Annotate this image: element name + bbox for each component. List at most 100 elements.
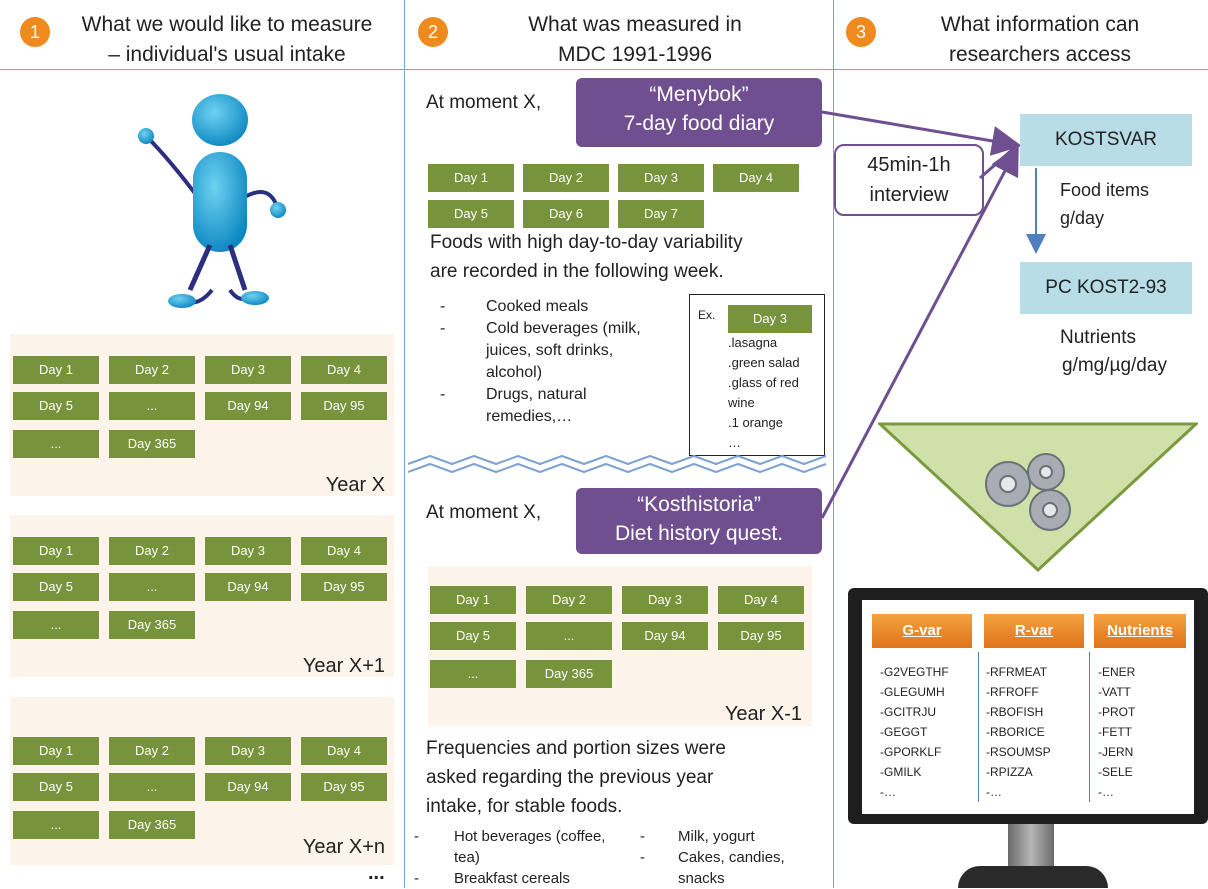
- day-tile: Day 94: [205, 773, 291, 801]
- pckost-box: PC KOST2-93: [1020, 262, 1192, 314]
- year-label-xn: Year X+n: [302, 836, 385, 858]
- monitor-stand: [1008, 824, 1054, 866]
- day-tile: ...: [109, 573, 195, 601]
- day-tile: Day 2: [109, 737, 195, 765]
- gears-icon: [985, 453, 1071, 531]
- moment-label-1: At moment X,: [426, 92, 542, 113]
- year-label-x: Year X: [325, 474, 385, 496]
- day-tile: Day 2: [109, 356, 195, 384]
- day-tile: ...: [109, 392, 195, 420]
- day-tile: ...: [13, 430, 99, 458]
- day-tile: Day 4: [301, 737, 387, 765]
- processing-funnel: [878, 422, 1198, 572]
- day-tile: Day 4: [718, 586, 804, 614]
- day-tile: Day 1: [430, 586, 516, 614]
- gvar-header: G-var: [872, 614, 972, 648]
- monitor-divider-2: [1089, 652, 1090, 802]
- list-item: Milk, yogurt: [640, 826, 815, 847]
- day-tile: Day 95: [301, 392, 387, 420]
- column-1-title: What we would like to measure– individua…: [81, 13, 373, 66]
- day-tile: Day 3: [205, 537, 291, 565]
- diary-foods-list: Cooked meals Cold beverages (milk, juice…: [440, 296, 650, 428]
- step-badge-2: 2: [418, 17, 448, 47]
- day-tile: Day 5: [13, 773, 99, 801]
- day-tile: Day 4: [301, 537, 387, 565]
- day-tile: Day 94: [622, 622, 708, 650]
- day-tile: Day 5: [13, 573, 99, 601]
- monitor-divider-1: [978, 652, 979, 802]
- day-tile: Day 95: [718, 622, 804, 650]
- week-day-tile: Day 6: [523, 200, 609, 228]
- week-day-tile: Day 5: [428, 200, 514, 228]
- day-tile: Day 3: [205, 737, 291, 765]
- day-tile: Day 2: [526, 586, 612, 614]
- day-tile: ...: [430, 660, 516, 688]
- kosthistoria-box: “Kosthistoria”Diet history quest.: [576, 488, 822, 554]
- example-day: Day 3: [728, 305, 812, 333]
- example-box: Ex. Day 3 .lasagna .green salad .glass o…: [689, 294, 825, 456]
- column-divider-1: [404, 0, 405, 888]
- day-tile: Day 365: [526, 660, 612, 688]
- nutrients-header: Nutrients: [1094, 614, 1186, 648]
- week-day-tile: Day 4: [713, 164, 799, 192]
- rvar-header: R-var: [984, 614, 1084, 648]
- person-figure: [138, 94, 286, 308]
- ellipsis-more-years: ...: [368, 862, 385, 884]
- year-label-x1: Year X+1: [302, 655, 385, 677]
- header-divider: [0, 69, 1208, 70]
- arrow-interview-link: [979, 146, 1015, 180]
- week-day-tile: Day 1: [428, 164, 514, 192]
- list-item: Cakes, candies, snacks: [640, 847, 815, 889]
- day-tile: ...: [13, 811, 99, 839]
- moment-label-2: At moment X,: [426, 502, 542, 523]
- list-item: Breakfast cereals: [414, 868, 619, 889]
- week-day-tile: Day 3: [618, 164, 704, 192]
- day-tile: ...: [13, 611, 99, 639]
- gvar-list: -G2VEGTHF-GLEGUMH-GCITRJU -GEGGT-GPORKLF…: [880, 665, 949, 799]
- arrow-kosthistoria-to-kostsvar: [820, 144, 1019, 519]
- nutrient-var-list: -ENER-VATT-PROT -FETT-JERN-SELE -…: [1098, 665, 1136, 799]
- day-tile: Day 365: [109, 611, 195, 639]
- example-label: Ex.: [698, 308, 716, 322]
- day-tile: ...: [526, 622, 612, 650]
- day-tile: ...: [109, 773, 195, 801]
- day-tile: Day 1: [13, 356, 99, 384]
- day-tile: Day 1: [13, 537, 99, 565]
- week-day-tile: Day 2: [523, 164, 609, 192]
- example-items: .lasagna .green salad .glass of red wine…: [728, 335, 800, 450]
- arrow-menybok-to-kostsvar: [821, 110, 1022, 156]
- day-tile: Day 2: [109, 537, 195, 565]
- year-label-x-minus-1: Year X-1: [724, 703, 802, 725]
- kostsvar-box: KOSTSVAR: [1020, 114, 1192, 166]
- day-tile: Day 365: [109, 811, 195, 839]
- day-tile: Day 5: [13, 392, 99, 420]
- list-item: Cold beverages (milk, juices, soft drink…: [440, 318, 650, 384]
- list-item: Drugs, natural remedies,…: [440, 384, 650, 428]
- stable-foods-list-b: Milk, yogurt Cakes, candies, snacks: [640, 826, 815, 889]
- day-tile: Day 95: [301, 773, 387, 801]
- monitor-base: [958, 866, 1108, 888]
- day-tile: Day 94: [205, 392, 291, 420]
- day-tile: Day 3: [622, 586, 708, 614]
- list-item: Hot beverages (coffee, tea): [414, 826, 619, 868]
- step-badge-1: 1: [20, 17, 50, 47]
- step-badge-3: 3: [846, 17, 876, 47]
- list-item: Cooked meals: [440, 296, 650, 318]
- column-divider-2: [833, 0, 834, 888]
- day-tile: Day 5: [430, 622, 516, 650]
- day-tile: Day 94: [205, 573, 291, 601]
- rvar-list: -RFRMEAT-RFROFF-RBOFISH -RBORICE-RSOUMSP…: [986, 665, 1051, 799]
- day-tile: Day 1: [13, 737, 99, 765]
- day-tile: Day 4: [301, 356, 387, 384]
- day-tile: Day 365: [109, 430, 195, 458]
- wavy-separator: [408, 454, 827, 474]
- day-tile: Day 3: [205, 356, 291, 384]
